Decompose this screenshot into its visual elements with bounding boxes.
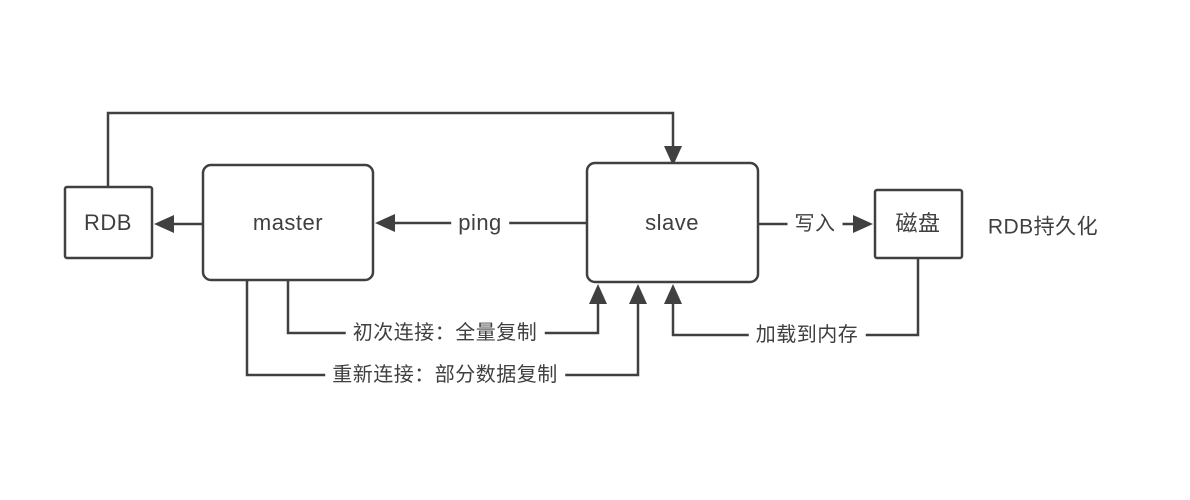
reconnect-edge-label: 重新连接：部分数据复制 (325, 363, 565, 387)
arrowhead-first-connect (589, 284, 607, 304)
write-edge-label: 写入 (787, 212, 843, 236)
slave-node-box (585, 161, 760, 284)
first-connect-edge-label: 初次连接：全量复制 (345, 321, 545, 345)
rdb-node-box (63, 185, 154, 260)
slave-node-label: slave (645, 210, 699, 235)
arrowhead-load-to-memory (664, 284, 682, 304)
rdb-node-label: RDB (84, 210, 132, 235)
disk-node-box (873, 188, 964, 260)
master-node-label: master (252, 210, 324, 235)
load-to-memory-edge-label: 加载到内存 (748, 323, 866, 347)
arrowhead-into-master (375, 214, 395, 232)
disk-node-label: 磁盘 (895, 211, 941, 236)
arrowhead-reconnect (629, 284, 647, 304)
arrowhead-into-disk (853, 215, 873, 233)
rdb-persistence-annotation: RDB持久化 (987, 215, 1099, 239)
ping-edge-label: ping (451, 210, 509, 236)
edge-rdb-to-slave-line (106, 111, 675, 187)
master-node-box (201, 163, 375, 282)
arrowhead-into-slave-top (664, 146, 682, 166)
arrowhead-into-rdb (154, 215, 174, 233)
